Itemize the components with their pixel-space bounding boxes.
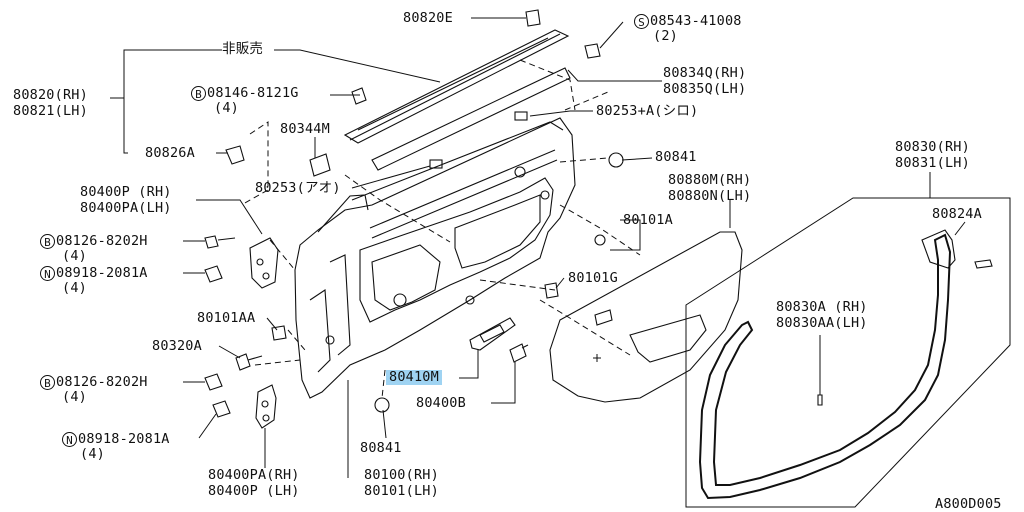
callout-80410m[interactable]: 80410M <box>386 370 442 385</box>
lower-hinge <box>255 384 277 429</box>
screw-80824a <box>974 259 993 269</box>
callout-80841-upper: 80841 <box>655 149 697 165</box>
callout-80820e: 80820E <box>403 10 453 26</box>
callout-08918-top-qty: (4) <box>62 280 87 296</box>
callout-80400p-top: 80400P (RH) <box>80 184 172 200</box>
diagram-id: A800D005 <box>935 496 1002 512</box>
callout-08918-bot-text: 08918-2081A <box>78 431 170 447</box>
callout-08126-bot-qty: (4) <box>62 389 87 405</box>
callout-80880m: 80880M(RH) <box>668 172 752 188</box>
frame-hole-1 <box>393 293 407 307</box>
n-symbol-icon: N <box>40 266 55 281</box>
callout-80400pa-top: 80400PA(LH) <box>80 200 172 216</box>
s-symbol-icon: S <box>634 14 649 29</box>
door-frame-outline <box>294 117 576 399</box>
callout-80830rh: 80830(RH) <box>895 139 970 155</box>
callout-80821lh: 80821(LH) <box>13 103 88 119</box>
trim-switch-recess <box>594 309 613 326</box>
callout-08146-text: 08146-8121G <box>207 85 299 101</box>
inner-panel-opening <box>359 177 554 323</box>
callout-hikanbai: 非販売 <box>222 41 264 57</box>
inner-panel-opening-2 <box>371 244 441 311</box>
callout-08543-qty: (2) <box>653 28 678 44</box>
callout-80831lh: 80831(LH) <box>895 155 970 171</box>
callout-80834q: 80834Q(RH) <box>663 65 747 81</box>
belt-line <box>369 149 558 239</box>
inner-panel-opening-3 <box>454 194 541 269</box>
callout-80400pa-bot: 80400PA(RH) <box>208 467 300 483</box>
callout-80400b: 80400B <box>416 395 466 411</box>
clip-80253ao <box>429 159 443 169</box>
callout-80826a: 80826A <box>145 145 195 161</box>
frame-hole-2 <box>325 335 335 345</box>
door-check-80410m <box>469 317 516 351</box>
b-symbol-icon: B <box>40 375 55 390</box>
callout-80880n: 80880N(LH) <box>668 188 752 204</box>
callout-80824a: 80824A <box>932 206 982 222</box>
callout-80841-lower: 80841 <box>360 440 402 456</box>
door-trim-board <box>549 231 743 403</box>
callout-80820rh: 80820(RH) <box>13 87 88 103</box>
callout-80101g: 80101G <box>568 270 618 286</box>
inner-moulding <box>371 67 571 171</box>
frame-hole-5 <box>540 190 550 200</box>
callout-80344m: 80344M <box>280 121 330 137</box>
callout-80101aa: 80101AA <box>197 310 256 326</box>
b-symbol-icon: B <box>40 234 55 249</box>
window-frame-line <box>317 121 564 233</box>
door-frame-assembly <box>294 117 576 399</box>
bolts <box>204 9 624 418</box>
trim-handle-recess <box>629 314 707 363</box>
callout-80830a: 80830A (RH) <box>776 299 868 315</box>
callout-80320a: 80320A <box>152 338 202 354</box>
callout-80100rh: 80100(RH) <box>364 467 439 483</box>
callout-80101lh: 80101(LH) <box>364 483 439 499</box>
phantom-lines <box>242 59 641 399</box>
lower-frame-detail <box>309 254 351 373</box>
callout-08126-top-qty: (4) <box>62 248 87 264</box>
callout-80101a: 80101A <box>623 212 673 228</box>
callout-08543-text: 08543-41008 <box>650 13 742 29</box>
window-weatherstrip <box>343 29 570 144</box>
callout-80400p-bot: 80400P (LH) <box>208 483 300 499</box>
frame-hole-3 <box>465 295 475 305</box>
callout-80835q: 80835Q(LH) <box>663 81 747 97</box>
n-symbol-icon: N <box>62 432 77 447</box>
frame-hole-4 <box>514 166 526 178</box>
callout-08126-bot-text: 08126-8202H <box>56 374 148 390</box>
door-weatherstrip-box <box>685 197 1011 508</box>
callout-08918-top-text: 08918-2081A <box>56 265 148 281</box>
callout-08126-top-text: 08126-8202H <box>56 233 148 249</box>
callout-08918-bot-qty: (4) <box>80 446 105 462</box>
weatherstrip-bracket-80824a <box>921 229 956 269</box>
leader-lines <box>110 17 966 478</box>
upper-hinge <box>249 237 279 289</box>
clip-80253a <box>514 111 528 121</box>
callout-80253ao: 80253(アオ) <box>255 180 341 196</box>
clip-80830a <box>817 394 823 406</box>
b-symbol-icon: B <box>191 86 206 101</box>
door-weatherstrip <box>698 233 952 500</box>
callout-80253a: 80253+A(シロ) <box>596 103 699 119</box>
callout-80830aa: 80830AA(LH) <box>776 315 868 331</box>
callout-08146-qty: (4) <box>214 100 239 116</box>
